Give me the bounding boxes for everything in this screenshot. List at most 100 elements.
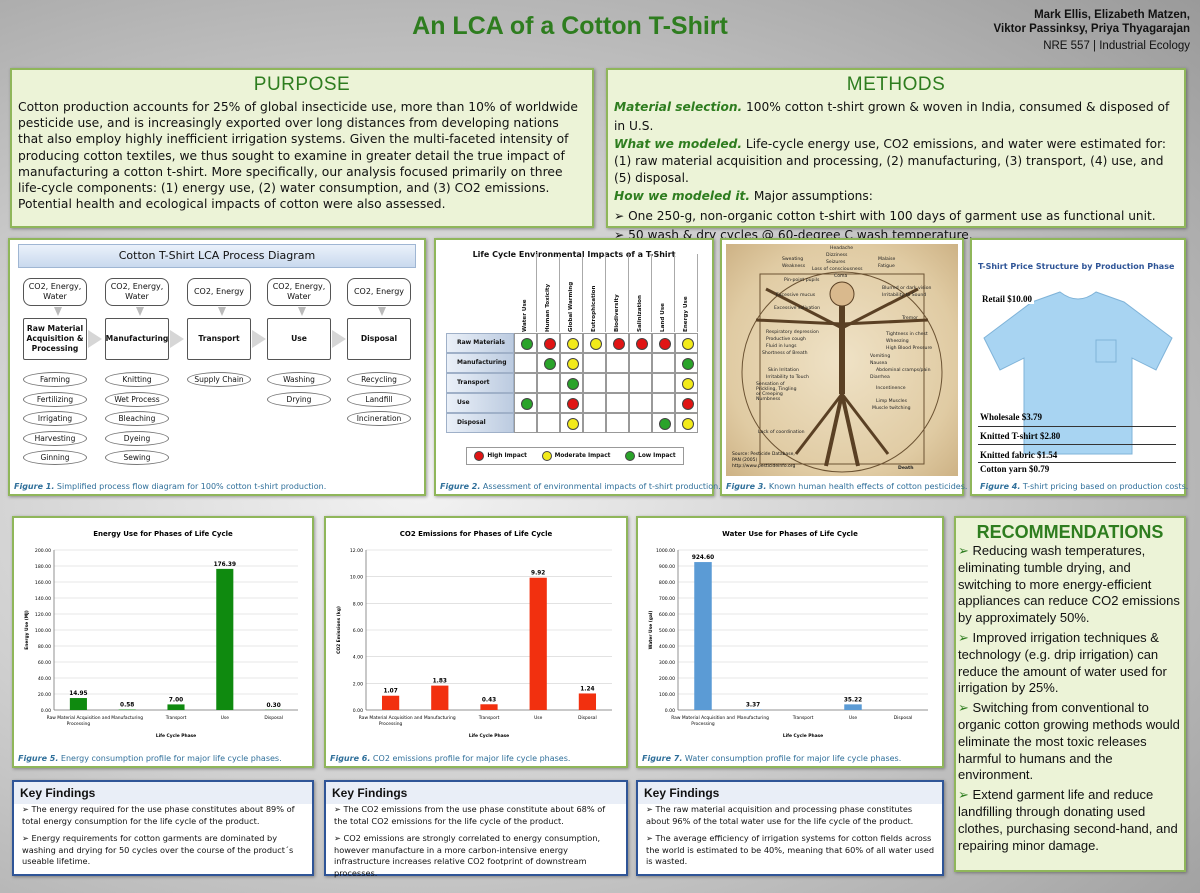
symptom-label: Seizures: [826, 260, 846, 265]
vitruvian-figure-drawing: [741, 271, 943, 473]
kf-co2-header: Key Findings: [326, 782, 626, 804]
figure-1-panel: Cotton T-Shirt LCA Process Diagram CO2, …: [8, 238, 426, 496]
purpose-body: Cotton production accounts for 25% of gl…: [18, 100, 578, 212]
process-activity: Drying: [267, 391, 331, 407]
bar: [431, 685, 449, 710]
fig1-title-bar: Cotton T-Shirt LCA Process Diagram: [18, 244, 416, 268]
process-activity: Bleaching: [105, 411, 169, 426]
data-label: 9.92: [531, 571, 545, 577]
matrix-cell: [583, 353, 606, 373]
matrix-cell: [652, 413, 675, 433]
x-tick-label: Use: [221, 715, 230, 721]
legend-label: High Impact: [487, 453, 527, 459]
matrix-cell: [537, 353, 560, 373]
kf-co2-1: ➢ The CO2 emissions from the use phase c…: [326, 804, 626, 833]
y-tick-label: 0.00: [353, 708, 363, 714]
symptom-label: Wheezing: [886, 339, 909, 344]
process-phase-box: Raw Material Acquisition & Processing: [23, 318, 87, 360]
process-phase-box: Disposal: [347, 318, 411, 360]
symptom-label: Incontinence: [876, 386, 906, 391]
matrix-cell: [537, 393, 560, 413]
symptom-label: Fluid in lungs: [766, 344, 797, 349]
matrix-cell: [629, 333, 652, 353]
legend-label: Low Impact: [638, 453, 676, 459]
symptom-label: Loss of consciousness: [812, 267, 863, 272]
x-tick-label: Transport: [792, 715, 814, 721]
y-tick-label: 200.00: [659, 676, 675, 682]
process-activity: Supply Chain: [187, 372, 251, 387]
fig3-source: Source: Pesticide Database, PAN (2005) h…: [732, 452, 796, 469]
fig3-caption: Figure 3. Known human health effects of …: [726, 482, 967, 491]
symptom-label: Malaise: [878, 257, 896, 262]
matrix-cell: [514, 393, 537, 413]
symptom-label: Death: [898, 466, 914, 471]
y-tick-label: 12.00: [350, 548, 363, 554]
matrix-cell: [560, 353, 583, 373]
impact-dot: [681, 358, 694, 370]
symptom-label: Limp Muscles: [876, 399, 907, 404]
kf-water-2-text: The average efficiency of irrigation sys…: [646, 833, 935, 866]
authors-line-1: Mark Ellis, Elizabeth Matzen,: [1034, 9, 1190, 21]
methods-lead-1: Material selection.: [614, 100, 743, 114]
process-activity: Incineration: [347, 411, 411, 426]
rec-item-4-text: Extend garment life and reduce landfilli…: [958, 787, 1178, 853]
symptom-label: Fatigue: [878, 264, 895, 269]
bar: [69, 698, 87, 710]
symptom-label: Coma: [834, 274, 848, 279]
y-axis-label: Energy Use (MJ): [24, 610, 30, 650]
process-input-label: CO2, Energy, Water: [267, 278, 331, 306]
y-tick-label: 40.00: [38, 676, 51, 682]
legend-label: Moderate Impact: [554, 453, 611, 459]
matrix-cell: [514, 333, 537, 353]
flow-arrow-icon: [332, 330, 346, 348]
matrix-row-header: Disposal: [446, 413, 514, 433]
chart-title: Water Use for Phases of Life Cycle: [722, 530, 858, 538]
bar: [578, 693, 597, 710]
key-findings-co2: Key Findings ➢ The CO2 emissions from th…: [324, 780, 628, 878]
methods-body: Material selection. 100% cotton t-shirt …: [608, 98, 1184, 245]
fig2-caption-text: Assessment of environmental impacts of t…: [480, 482, 721, 491]
bar: [216, 568, 234, 710]
bar: [480, 704, 498, 710]
impact-dot: [566, 418, 579, 430]
methods-lead-3: How we modeled it.: [614, 189, 750, 204]
data-label: 7.00: [169, 697, 183, 703]
matrix-row-header: Manufacturing: [446, 353, 514, 373]
kf-energy-1-text: The energy required for the use phase co…: [22, 804, 295, 826]
x-tick-label: Raw Material Acquisition and: [47, 715, 111, 721]
matrix-cell: [629, 413, 652, 433]
kf-water-header: Key Findings: [638, 782, 942, 804]
symptom-label: Shortness of Breath: [762, 351, 808, 356]
bullet-icon: ➢: [958, 700, 969, 716]
bar: [381, 695, 400, 710]
matrix-cell: [560, 393, 583, 413]
y-tick-label: 120.00: [35, 612, 51, 618]
data-label: 14.95: [69, 691, 87, 697]
co2-chart: CO2 Emissions for Phases of Life Cycle0.…: [336, 530, 612, 739]
x-tick-label: Raw Material Acquisition and: [671, 715, 735, 721]
matrix-cell: [537, 413, 560, 433]
y-tick-label: 300.00: [659, 660, 675, 666]
methods-line-1: Material selection. 100% cotton t-shirt …: [614, 98, 1178, 136]
process-activity: Washing: [267, 372, 331, 387]
process-activity: Wet Process: [105, 391, 169, 407]
matrix-cell: [652, 353, 675, 373]
impact-dot: [658, 418, 671, 430]
down-arrow-icon: [54, 307, 62, 316]
key-findings-water: Key Findings ➢ The raw material acquisit…: [636, 780, 944, 876]
process-input-label: CO2, Energy: [187, 278, 251, 306]
matrix-cell: [560, 373, 583, 393]
y-tick-label: 6.00: [353, 628, 363, 634]
bar: [167, 704, 185, 710]
methods-text-3: Major assumptions:: [749, 189, 873, 204]
kf-energy-2: ➢ Energy requirements for cotton garment…: [14, 833, 312, 874]
fig5-caption-num: Figure 5.: [18, 754, 59, 763]
y-tick-label: 800.00: [659, 580, 675, 586]
methods-heading: METHODS: [846, 74, 946, 95]
kf-co2-heading: Key Findings: [332, 786, 408, 800]
y-tick-label: 10.00: [350, 575, 363, 581]
process-activity: Ginning: [23, 450, 87, 465]
x-tick-label: Use: [534, 715, 543, 721]
y-tick-label: 900.00: [659, 564, 675, 570]
